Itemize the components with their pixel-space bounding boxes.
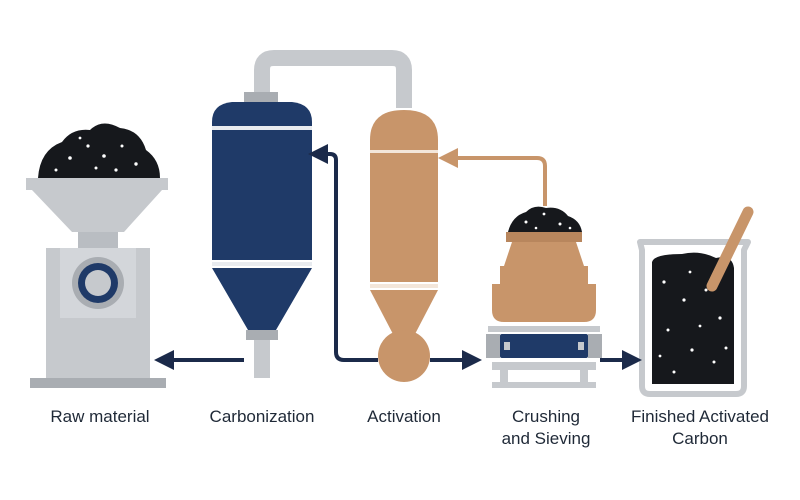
activation-furnace-icon: [370, 110, 438, 382]
connecting-duct: [254, 50, 412, 108]
carbonization-furnace-icon: [212, 92, 312, 378]
beaker-carbon-icon: [637, 206, 754, 397]
hopper-grinder-icon: [26, 123, 168, 388]
label-activation: Activation: [367, 407, 441, 426]
arrow-crushing-recycle-to-activation: [438, 148, 547, 206]
label-crushing-sieving: Crushing and Sieving: [501, 407, 591, 448]
raw-material-pile: [38, 123, 160, 178]
crushed-pile: [508, 206, 582, 232]
arrow-activation-loop-to-carbonization: [308, 144, 378, 362]
label-raw-material: Raw material: [50, 407, 150, 426]
label-carbonization: Carbonization: [209, 407, 315, 426]
crusher-sieve-icon: [486, 206, 602, 388]
label-finished-carbon: Finished Activated Carbon: [631, 407, 769, 448]
scoop-icon: [706, 206, 754, 292]
granule-dots: [54, 136, 138, 172]
process-arrows: [154, 144, 642, 370]
